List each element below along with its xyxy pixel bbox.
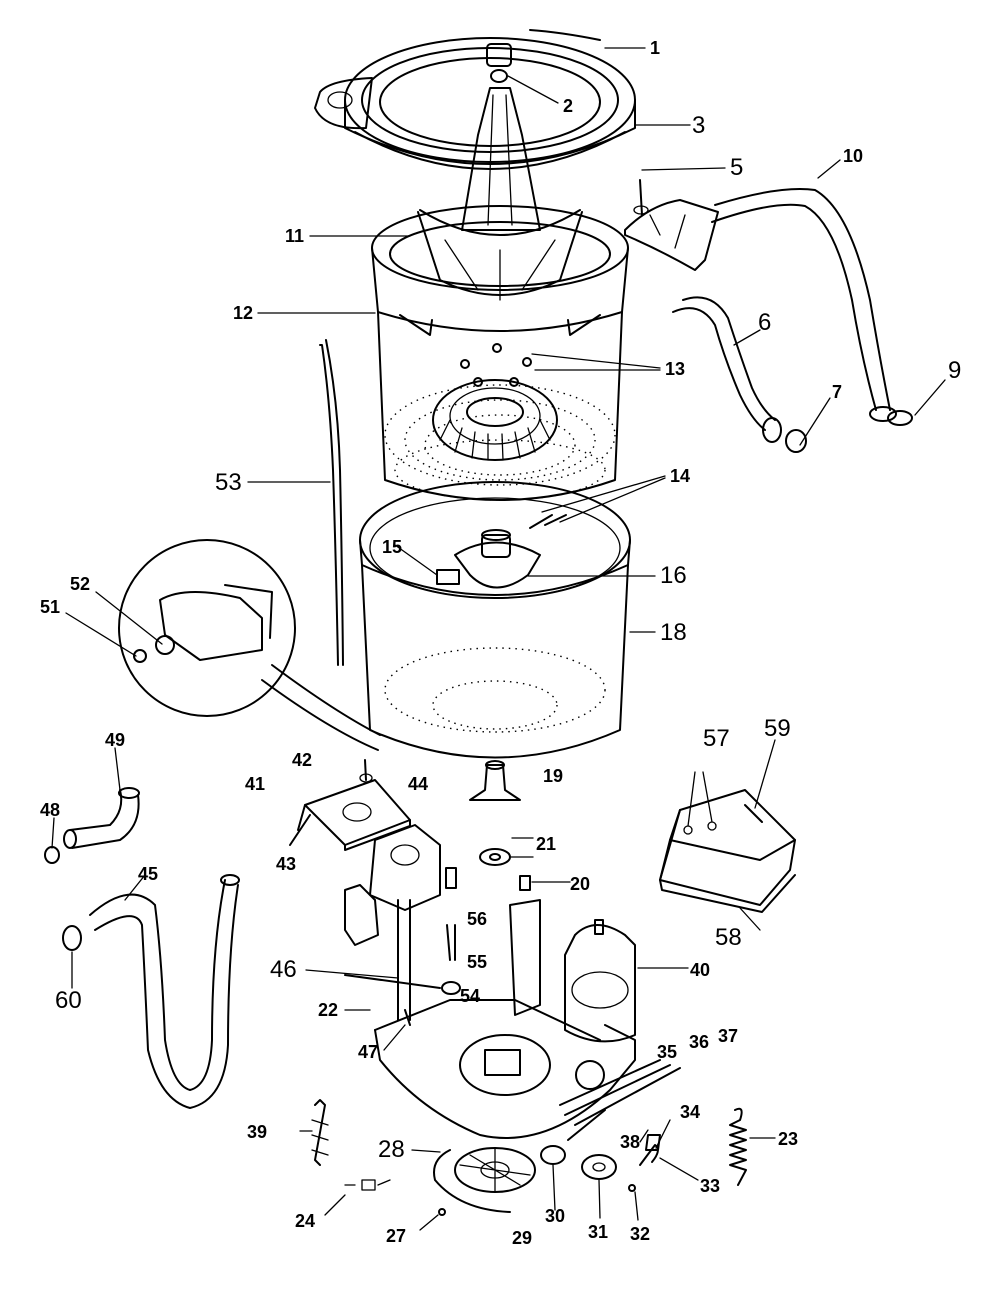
part-tub-bearing [454,529,541,589]
label-part-21: 21 [536,834,556,854]
label-part-48: 48 [40,800,60,820]
label-part-44: 44 [408,774,428,794]
label-part-24: 24 [295,1211,315,1231]
label-part-52: 52 [70,574,90,594]
label-part-9: 9 [948,357,961,384]
label-part-11: 11 [285,226,304,246]
label-part-46: 46 [270,956,297,983]
part-long-hose [62,874,240,1109]
label-part-37: 37 [718,1026,738,1046]
label-part-30: 30 [545,1206,565,1226]
part-pins [529,514,567,529]
part-spring-hook [311,1099,329,1166]
label-part-40: 40 [690,960,710,980]
label-part-6: 6 [758,309,771,336]
label-part-27: 27 [386,1226,406,1246]
part-agitator [417,87,583,301]
part-small-hardware [344,1179,446,1216]
label-part-36: 36 [689,1032,709,1052]
label-part-31: 31 [588,1222,608,1242]
part-fill-hose [624,179,897,422]
label-part-35: 35 [657,1042,677,1062]
part-hub [432,343,558,461]
part-coupling [469,760,521,801]
label-part-55: 55 [467,952,487,972]
label-part-7: 7 [832,382,842,402]
label-part-15: 15 [382,537,402,557]
label-part-29: 29 [512,1228,532,1248]
label-part-45: 45 [138,864,158,884]
label-part-18: 18 [660,619,687,646]
label-part-49: 49 [105,730,125,750]
part-rod [319,339,344,666]
part-outer-tub [359,481,631,759]
label-part-58: 58 [715,924,742,951]
label-part-38: 38 [620,1132,640,1152]
leader-lines [51,47,946,1231]
label-part-28: 28 [378,1136,405,1163]
label-part-12: 12 [233,303,253,323]
label-part-34: 34 [680,1102,700,1122]
label-part-32: 32 [630,1224,650,1244]
detail-inset [118,539,381,751]
label-part-22: 22 [318,1000,338,1020]
label-part-5: 5 [730,154,743,181]
part-elbow-hose [44,787,140,864]
part-mounting-plate [289,759,411,851]
part-hose-washer [887,410,913,426]
label-part-19: 19 [543,766,563,786]
label-part-1: 1 [650,38,660,58]
part-basket [371,205,629,501]
label-part-16: 16 [660,562,687,589]
label-part-2: 2 [563,96,573,116]
part-motor [564,919,636,1043]
label-part-56: 56 [467,909,487,929]
label-part-53: 53 [215,469,242,496]
part-labels: 1 2 3 5 10 11 12 6 13 9 7 14 53 15 16 52… [40,38,961,1248]
label-part-54: 54 [460,986,480,1006]
label-part-41: 41 [245,774,265,794]
part-drain-hose [672,296,807,453]
label-part-33: 33 [700,1176,720,1196]
label-part-43: 43 [276,854,296,874]
part-tub-clip [436,569,460,585]
label-part-42: 42 [292,750,312,770]
label-part-60: 60 [55,987,82,1014]
label-part-59: 59 [764,715,791,742]
part-small-wheels [540,1145,636,1192]
part-washer-bolt [479,848,531,891]
part-clip [639,1134,661,1166]
label-part-3: 3 [692,112,705,139]
label-part-47: 47 [358,1042,378,1062]
label-part-14: 14 [670,466,690,486]
label-part-10: 10 [843,146,863,166]
label-part-57: 57 [703,725,730,752]
label-part-23: 23 [778,1129,798,1149]
label-part-13: 13 [665,359,685,379]
part-spring [729,1107,747,1186]
label-part-39: 39 [247,1122,267,1142]
part-transmission [344,824,461,1026]
label-part-51: 51 [40,597,60,617]
part-cover-box [659,789,796,913]
part-base-frame [374,899,681,1141]
part-pulley-belt [433,1147,536,1213]
part-agitator-cap [486,43,512,83]
label-part-20: 20 [570,874,590,894]
